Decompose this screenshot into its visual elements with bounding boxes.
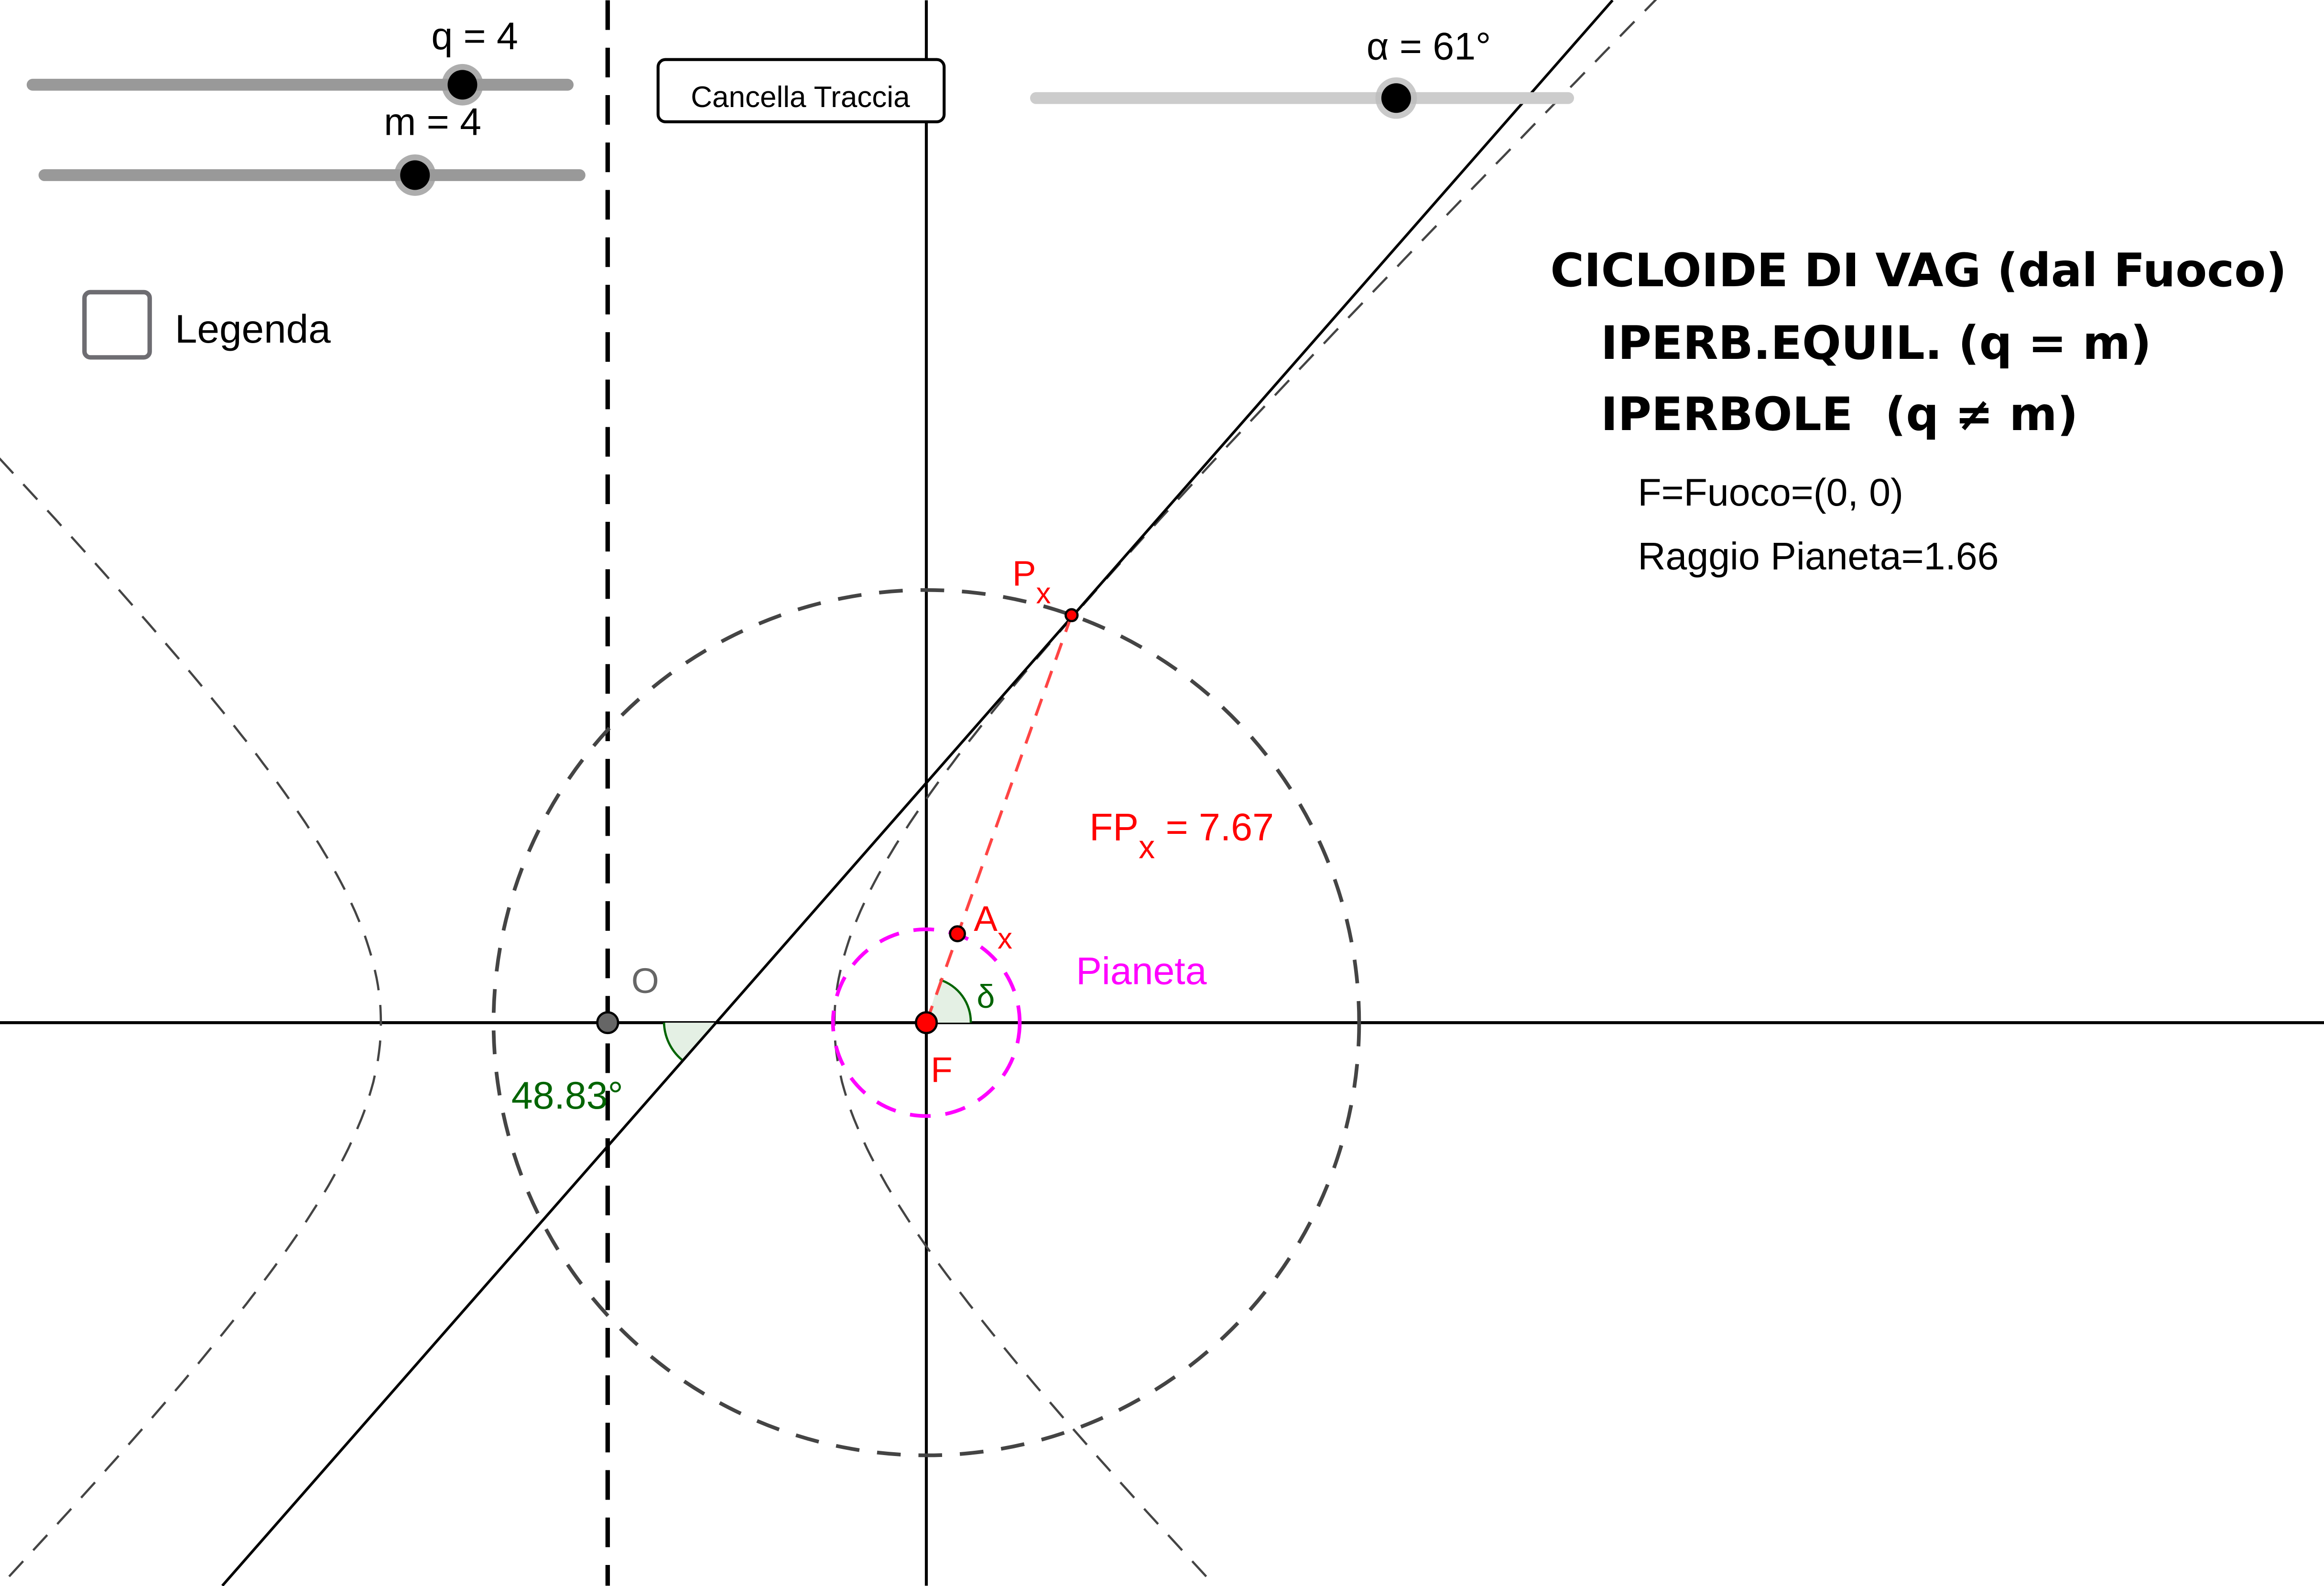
planet-circle — [831, 927, 1022, 1118]
title-line1: CICLOIDE DI VAG (dal Fuoco) — [1550, 244, 2287, 297]
point-px[interactable] — [1064, 608, 1079, 623]
hyperbola-left-branch — [0, 457, 382, 1586]
label-ax: Ax — [974, 899, 1012, 955]
label-focus: F — [931, 1050, 952, 1090]
label-planet: Pianeta — [1076, 949, 1207, 993]
planet-radius-info: Raggio Pianeta=1.66 — [1638, 535, 1998, 578]
orbit-circle — [491, 588, 1361, 1457]
fpx-segment — [925, 615, 1073, 1024]
label-px: Px — [1012, 553, 1051, 610]
point-focus[interactable] — [914, 1011, 938, 1035]
slider-m-knob-core[interactable] — [400, 160, 430, 190]
label-angle: 48.83° — [511, 1074, 623, 1117]
tangent-line — [221, 0, 1614, 1586]
hyperbola-right-branch — [833, 0, 1657, 1586]
slider-q-label: q = 4 — [431, 15, 518, 58]
slider-m-label: m = 4 — [384, 101, 481, 144]
slider-m[interactable]: m = 4 — [38, 101, 586, 196]
slider-alpha-knob-core[interactable] — [1381, 83, 1411, 113]
title-line3: IPERBOLE (q ≠ m) — [1601, 388, 2078, 441]
label-delta: δ — [977, 979, 995, 1015]
focus-info: F=Fuoco=(0, 0) — [1638, 471, 1903, 514]
angle-arc-48-stroke — [662, 1023, 683, 1061]
angle-arc-48 — [664, 1023, 715, 1060]
point-origin[interactable] — [596, 1011, 619, 1035]
clear-trace-button[interactable]: Cancella Traccia — [656, 58, 946, 123]
label-origin: O — [631, 961, 659, 1001]
legend-checkbox[interactable]: Legenda — [82, 290, 331, 360]
slider-q-knob-core[interactable] — [447, 70, 478, 100]
label-fpx: FPx = 7.67 — [1089, 806, 1274, 865]
legend-checkbox-label: Legenda — [175, 306, 331, 351]
slider-alpha-label: α = 61° — [1367, 25, 1491, 68]
delta-angle-arc-stroke — [939, 978, 972, 1023]
title-line2: IPERB.EQUIL. (q = m) — [1601, 316, 2151, 370]
point-ax[interactable] — [949, 925, 966, 942]
slider-q[interactable]: q = 4 — [26, 15, 574, 106]
slider-alpha[interactable]: α = 61° — [1030, 25, 1575, 119]
clear-trace-button-label: Cancella Traccia — [691, 81, 910, 114]
